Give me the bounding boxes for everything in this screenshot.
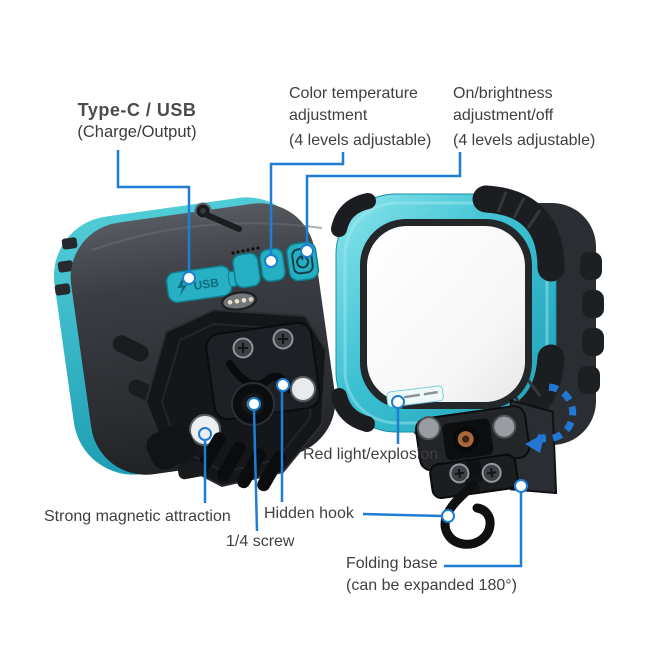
callout-hidden-hook: Hidden hook <box>264 503 354 525</box>
callout-dot-magnetic <box>198 427 212 441</box>
hanging-hook <box>440 480 495 549</box>
rotation-arrow <box>525 383 577 453</box>
callout-dots <box>182 244 528 523</box>
led-panel <box>367 226 525 402</box>
quarter-screw-socket-base <box>452 426 479 453</box>
hinge-pin <box>492 414 517 439</box>
callout-folding-base: Folding base (can be expanded 180°) <box>346 553 517 597</box>
folding-base-bracket <box>414 399 558 549</box>
callout-line: Color temperature <box>289 85 418 102</box>
base-screw <box>449 463 470 484</box>
callout-line: Strong magnetic attraction <box>44 508 231 525</box>
leader-lines <box>116 150 523 568</box>
callout-on-brightness: On/brightness adjustment/off (4 levels a… <box>453 83 595 152</box>
hinge-pin <box>416 416 441 441</box>
top-screw <box>194 202 242 232</box>
bracket-foot-pad <box>177 460 205 480</box>
callout-line: adjustment <box>289 107 368 124</box>
callout-line: (4 levels adjustable) <box>453 132 596 149</box>
usb-port-marking: USB <box>193 275 220 292</box>
callout-line: Hidden hook <box>264 505 354 522</box>
callout-dot-hidden-hook-front <box>441 509 455 523</box>
leader-on-brightness <box>305 152 462 245</box>
leader-hidden-hook-right <box>362 512 443 518</box>
callout-quarter-screw: 1/4 screw <box>226 531 294 553</box>
bracket-screw <box>272 328 294 350</box>
body-top-edge-highlight <box>91 222 323 251</box>
rotation-arrowhead <box>525 433 545 453</box>
callout-color-temperature: Color temperature adjustment (4 levels a… <box>289 83 431 152</box>
leader-folding-base <box>444 492 523 568</box>
callout-line: Red light/explosion <box>303 446 439 463</box>
magnet <box>290 376 316 402</box>
callout-red-light: Red light/explosion <box>303 444 438 466</box>
callout-dot-folding-base <box>514 479 528 493</box>
screw-lever <box>204 212 242 232</box>
base-screw <box>481 462 502 483</box>
callout-line: On/brightness <box>453 85 553 102</box>
callout-dot-type-c <box>182 271 196 285</box>
leader-color-temp <box>269 152 345 255</box>
leader-type-c <box>116 150 191 272</box>
callout-title: Type-C / USB <box>77 100 197 120</box>
front-view-light <box>331 185 604 456</box>
indicator-dots <box>231 246 260 255</box>
aux-button <box>232 252 261 289</box>
bracket-screw <box>232 337 254 359</box>
callout-dot-hidden-hook-back <box>276 378 290 392</box>
callout-line: Folding base <box>346 555 438 572</box>
callout-subtitle: (Charge/Output) <box>77 123 197 141</box>
leader-quarter-screw <box>252 409 259 532</box>
callout-dot-color-temp <box>264 254 278 268</box>
side-grip-bumps <box>54 237 78 296</box>
callout-dot-on-brightness <box>300 244 314 258</box>
back-view-light: USB <box>53 197 336 492</box>
callout-dot-red-light <box>391 395 405 409</box>
callout-dot-quarter-screw <box>247 397 261 411</box>
callout-line: 1/4 screw <box>226 533 295 550</box>
side-ribs <box>578 252 604 394</box>
bracket-foot <box>146 424 196 470</box>
mount-bracket <box>144 308 328 492</box>
callout-magnetic: Strong magnetic attraction <box>44 506 231 528</box>
callout-type-c-usb: Type-C / USB (Charge/Output) <box>64 99 210 143</box>
callout-line: (4 levels adjustable) <box>289 132 432 149</box>
callout-line: adjustment/off <box>453 107 554 124</box>
usb-bolt-icon <box>177 278 188 296</box>
callout-line: (can be expanded 180°) <box>346 577 517 594</box>
battery-led-window <box>220 291 258 311</box>
